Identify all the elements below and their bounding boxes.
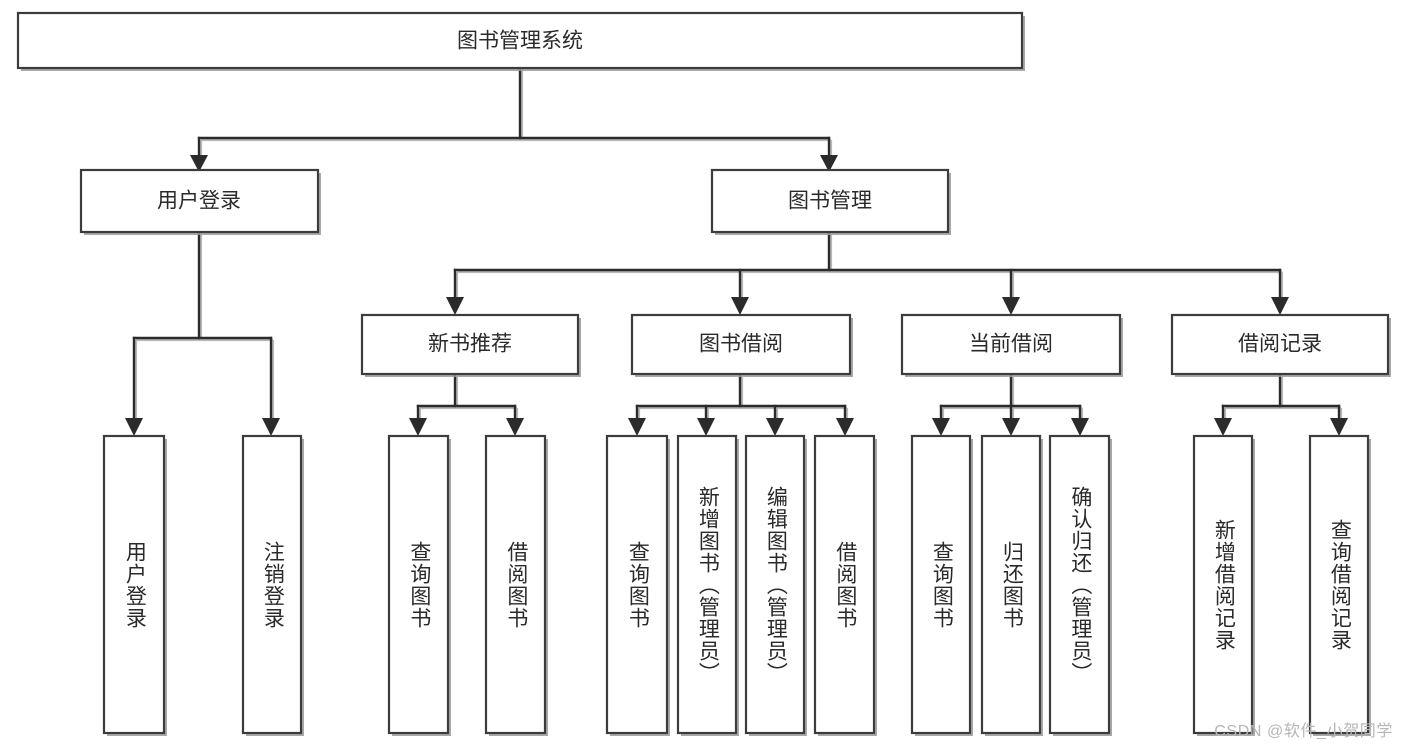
connector-layer	[125, 66, 1348, 436]
arrow-to-leaf-borrow-book-1	[506, 418, 524, 436]
arrow-to-leaf-borrow-book-2	[836, 418, 854, 436]
arrow-to-leaf-confirm-return	[1071, 418, 1089, 436]
node-leaf-add-record[interactable]	[1192, 434, 1255, 736]
node-leaf-query-book-3[interactable]	[910, 434, 973, 736]
arrow-to-leaf-query-book-2	[628, 418, 646, 436]
node-root[interactable]: 图书管理系统	[16, 11, 1025, 71]
node-leaf-logout[interactable]	[241, 434, 304, 736]
arrow-to-book-borrow	[731, 297, 749, 315]
node-borrow-record[interactable]: 借阅记录	[1170, 313, 1391, 377]
arrow-to-leaf-user-login	[125, 418, 143, 436]
edge-root-to-level2	[190, 66, 838, 172]
node-book-manage-label: 图书管理	[788, 190, 872, 213]
node-root-label: 图书管理系统	[457, 30, 583, 53]
arrow-to-leaf-query-book-3	[932, 418, 950, 436]
arrow-to-leaf-edit-book	[766, 418, 784, 436]
arrow-to-leaf-query-book-1	[409, 418, 427, 436]
node-new-book-rec-label: 新书推荐	[428, 333, 512, 356]
node-new-book-rec[interactable]: 新书推荐	[360, 313, 581, 377]
node-leaf-borrow-book-2[interactable]	[813, 434, 877, 736]
node-user-login[interactable]: 用户登录	[79, 168, 321, 235]
node-leaf-query-record[interactable]	[1308, 434, 1371, 736]
node-leaf-query-book-2[interactable]	[605, 434, 670, 736]
node-leaf-return-book[interactable]	[980, 434, 1043, 736]
edge-user-login-to-leaves	[125, 231, 280, 436]
node-leaf-add-book[interactable]	[676, 434, 739, 736]
node-book-borrow[interactable]: 图书借阅	[630, 313, 853, 377]
node-leaf-user-login[interactable]	[102, 434, 167, 736]
watermark-text: CSDN @软件_小贺同学	[1214, 723, 1393, 740]
node-current-borrow[interactable]: 当前借阅	[900, 313, 1123, 377]
arrow-to-current-borrow	[1002, 297, 1020, 315]
arrow-to-borrow-record	[1271, 297, 1289, 315]
node-leaf-query-book-1[interactable]	[387, 434, 451, 736]
node-book-borrow-label: 图书借阅	[699, 333, 783, 356]
arrow-to-new-book-rec	[446, 297, 464, 315]
edge-book-manage-to-level3	[446, 231, 1289, 315]
edge-borrow-record-to-leaves	[1214, 373, 1348, 436]
arrow-to-leaf-return-book	[1002, 418, 1020, 436]
node-leaf-edit-book[interactable]	[744, 434, 807, 736]
arrow-to-leaf-add-record	[1214, 418, 1232, 436]
node-user-login-label: 用户登录	[157, 190, 241, 213]
arrow-to-user-login	[190, 155, 208, 172]
edge-new-book-rec-to-leaves	[409, 373, 524, 436]
edge-current-borrow-to-leaves	[932, 373, 1089, 436]
node-current-borrow-label: 当前借阅	[969, 333, 1053, 356]
arrow-to-book-manage	[820, 155, 838, 172]
node-leaf-confirm-return[interactable]	[1048, 434, 1112, 736]
node-book-manage[interactable]: 图书管理	[710, 168, 951, 235]
arrow-to-leaf-logout	[262, 418, 280, 436]
arrow-to-leaf-add-book	[697, 418, 715, 436]
edge-book-borrow-to-leaves	[628, 373, 854, 436]
arrow-to-leaf-query-record	[1330, 418, 1348, 436]
node-borrow-record-label: 借阅记录	[1238, 333, 1322, 356]
node-leaf-borrow-book-1[interactable]	[484, 434, 548, 736]
